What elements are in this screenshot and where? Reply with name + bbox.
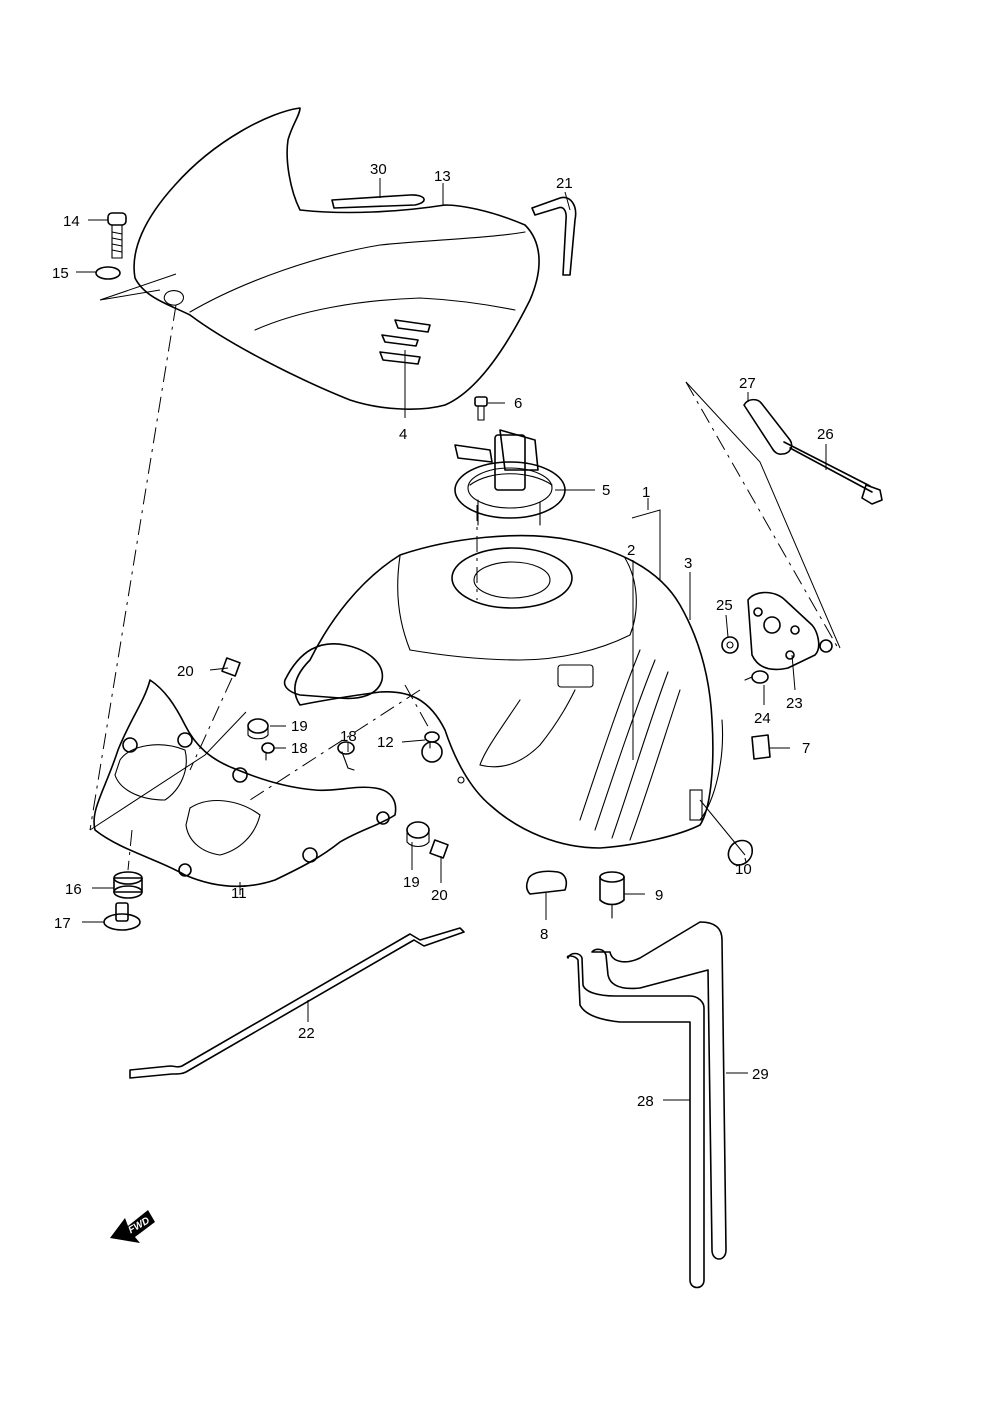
tank-cover bbox=[133, 107, 540, 410]
callout-20-lower: 20 bbox=[431, 887, 448, 904]
callout-11: 11 bbox=[231, 885, 247, 902]
callout-24: 24 bbox=[754, 710, 771, 727]
bolt bbox=[107, 212, 127, 259]
clip-nut-lower bbox=[429, 839, 449, 859]
reference-line bbox=[404, 684, 431, 731]
group-bracket bbox=[99, 273, 177, 301]
bracket-bolt bbox=[744, 670, 769, 684]
callout-21: 21 bbox=[556, 175, 573, 192]
callout-3: 3 bbox=[684, 555, 692, 572]
clip-nut-upper bbox=[221, 657, 241, 677]
callout-17: 17 bbox=[54, 915, 71, 932]
breather-hose bbox=[531, 196, 577, 276]
callout-labels: 1 2 3 4 5 6 7 8 9 10 11 12 13 14 15 16 1… bbox=[52, 161, 834, 1110]
callout-26: 26 bbox=[817, 426, 834, 443]
group-bracket bbox=[685, 381, 841, 649]
spacer-tube bbox=[743, 398, 793, 455]
callout-16: 16 bbox=[65, 881, 82, 898]
callout-22: 22 bbox=[298, 1025, 315, 1042]
callout-18-lower: 18 bbox=[340, 728, 357, 745]
reference-line bbox=[189, 677, 233, 771]
callout-18-upper: 18 bbox=[291, 740, 308, 757]
tank-bracket bbox=[93, 679, 397, 888]
damper-upper bbox=[247, 718, 269, 740]
forward-direction-arrow-icon: FWD bbox=[110, 1210, 155, 1243]
callout-4: 4 bbox=[399, 426, 407, 443]
fuel-cap-assembly bbox=[454, 429, 566, 526]
callout-19-upper: 19 bbox=[291, 718, 308, 735]
reference-line bbox=[249, 689, 421, 801]
pad bbox=[751, 734, 771, 760]
callout-25: 25 bbox=[716, 597, 733, 614]
reference-line bbox=[89, 304, 177, 831]
callout-14: 14 bbox=[63, 213, 80, 230]
callout-27: 27 bbox=[739, 375, 756, 392]
callout-29: 29 bbox=[752, 1066, 769, 1083]
nut bbox=[721, 636, 739, 654]
callout-23: 23 bbox=[786, 695, 803, 712]
suzuki-emblem-icon bbox=[379, 319, 431, 365]
callout-30: 30 bbox=[370, 161, 387, 178]
side-cushion bbox=[727, 839, 753, 866]
cushion bbox=[525, 870, 568, 895]
long-bolt bbox=[783, 441, 883, 505]
callout-8: 8 bbox=[540, 926, 548, 943]
callout-13: 13 bbox=[434, 168, 451, 185]
callout-19-lower: 19 bbox=[403, 874, 420, 891]
bolt-lower bbox=[337, 741, 355, 771]
vent-rod bbox=[129, 927, 465, 1079]
callout-28: 28 bbox=[637, 1093, 654, 1110]
rubber-mount bbox=[599, 871, 625, 919]
grommet bbox=[113, 871, 143, 899]
callout-2: 2 bbox=[627, 542, 635, 559]
group-bracket bbox=[89, 711, 247, 831]
leader-lines bbox=[76, 178, 827, 1101]
bolt-upper bbox=[261, 742, 275, 761]
screw bbox=[474, 396, 488, 421]
callout-12: 12 bbox=[377, 734, 394, 751]
drain-hoses bbox=[566, 921, 727, 1289]
bolt-small bbox=[424, 731, 440, 749]
fuel-tank bbox=[294, 534, 724, 849]
washer bbox=[95, 266, 121, 280]
callout-6: 6 bbox=[514, 395, 522, 412]
callout-7: 7 bbox=[802, 740, 810, 757]
damper-lower bbox=[406, 821, 430, 848]
callout-5: 5 bbox=[602, 482, 610, 499]
collar bbox=[103, 902, 141, 931]
rear-bracket bbox=[747, 591, 833, 671]
reference-line bbox=[127, 829, 133, 871]
callout-10: 10 bbox=[735, 861, 752, 878]
callout-15: 15 bbox=[52, 265, 69, 282]
reference-line bbox=[685, 381, 839, 649]
tank-front-flange bbox=[283, 643, 384, 700]
callout-1: 1 bbox=[642, 484, 650, 501]
callout-9: 9 bbox=[655, 887, 663, 904]
callout-20-upper: 20 bbox=[177, 663, 194, 680]
trim-strip bbox=[331, 194, 425, 209]
